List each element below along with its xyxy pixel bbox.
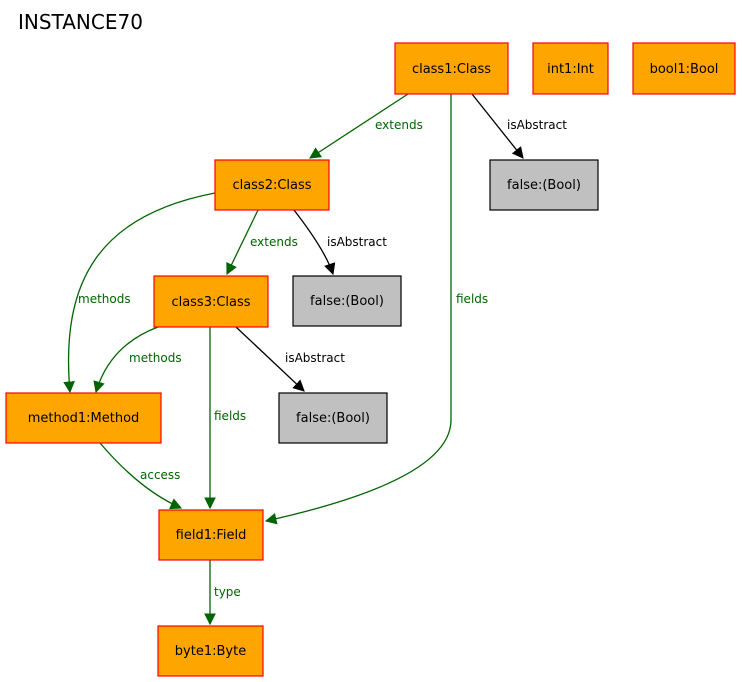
node-label: byte1:Byte: [175, 644, 246, 659]
edge-field1-byte1-type: type: [204, 560, 241, 626]
edge-class1-class2-extends: extends: [309, 93, 423, 159]
node-bool1[interactable]: bool1:Bool: [632, 42, 736, 95]
edge-label: fields: [214, 409, 246, 423]
edge-class1-false1-isabstract: isAbstract: [471, 93, 567, 159]
edge-label: extends: [375, 118, 423, 132]
edge-label: isAbstract: [327, 235, 387, 249]
node-field1[interactable]: field1:Field: [158, 509, 264, 561]
edge-class3-field1-fields: fields: [204, 327, 246, 510]
diagram-title: INSTANCE70: [18, 10, 143, 34]
node-class3[interactable]: class3:Class: [153, 275, 269, 328]
node-label: class2:Class: [232, 178, 311, 193]
node-false-bool-3[interactable]: false:(Bool): [278, 392, 388, 444]
node-label: method1:Method: [28, 411, 140, 426]
node-byte1[interactable]: byte1:Byte: [157, 625, 264, 677]
node-label: class1:Class: [412, 62, 491, 77]
edge-label: type: [214, 585, 241, 599]
edge-label: extends: [250, 235, 298, 249]
node-label: field1:Field: [176, 528, 247, 543]
node-int1[interactable]: int1:Int: [532, 42, 609, 95]
edge-class2-method1-methods: methods: [63, 192, 216, 394]
node-class2[interactable]: class2:Class: [214, 159, 330, 211]
node-class1[interactable]: class1:Class: [394, 42, 509, 95]
edge-class1-field1-fields: fields: [264, 94, 488, 525]
edge-label: methods: [129, 351, 182, 365]
node-method1[interactable]: method1:Method: [5, 392, 162, 444]
edge-method1-field1-access: access: [99, 442, 183, 510]
edge-class3-method1-methods: methods: [93, 326, 182, 394]
node-label: false:(Bool): [296, 411, 370, 426]
edge-class2-false2-isabstract: isAbstract: [293, 209, 387, 276]
node-false-bool-1[interactable]: false:(Bool): [489, 159, 599, 211]
edge-label: isAbstract: [285, 351, 345, 365]
edge-label: fields: [456, 292, 488, 306]
edge-label: isAbstract: [507, 118, 567, 132]
edge-label: access: [140, 468, 180, 482]
edge-label: methods: [78, 292, 131, 306]
edge-class2-class3-extends: extends: [226, 209, 298, 276]
node-label: class3:Class: [171, 295, 250, 310]
node-label: false:(Bool): [310, 294, 384, 309]
node-label: bool1:Bool: [650, 62, 719, 77]
node-label: false:(Bool): [507, 178, 581, 193]
node-label: int1:Int: [547, 62, 594, 77]
edge-class3-false3-isabstract: isAbstract: [235, 326, 345, 392]
node-false-bool-2[interactable]: false:(Bool): [292, 275, 402, 327]
